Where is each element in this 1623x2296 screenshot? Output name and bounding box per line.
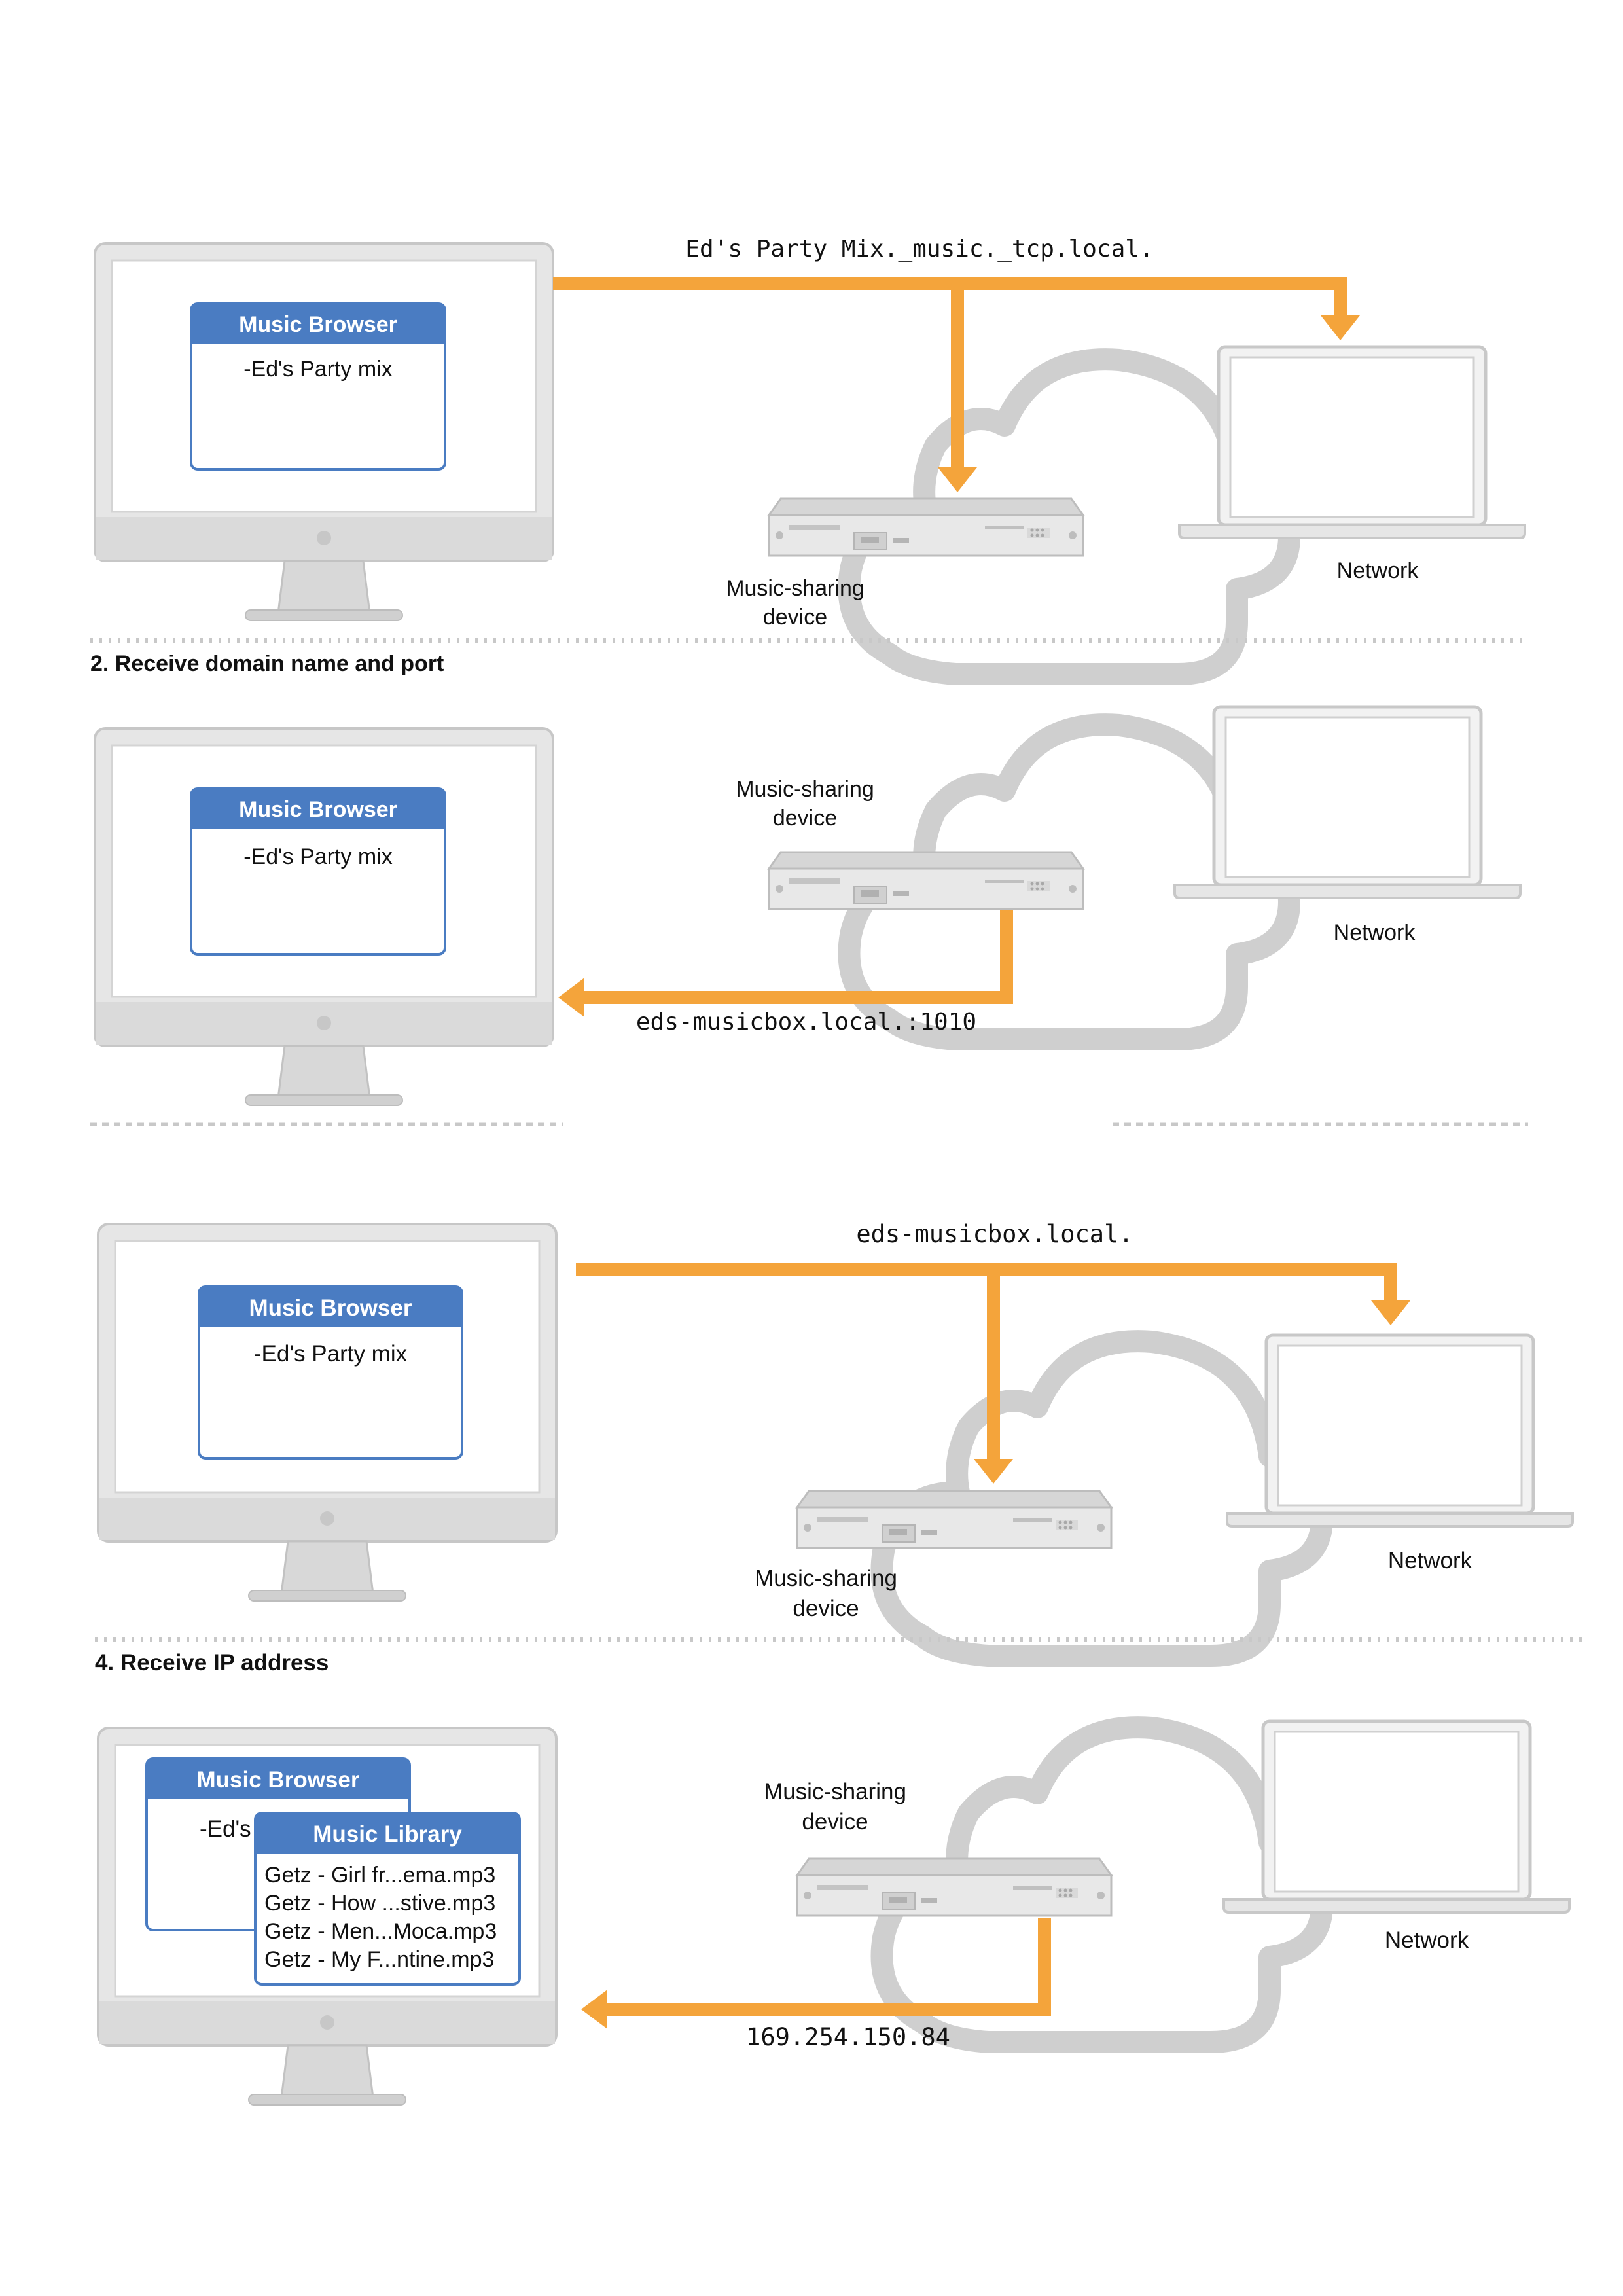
server-device-icon bbox=[768, 851, 1084, 910]
arrow-icon bbox=[581, 1990, 607, 2029]
window-item: -Ed's Party mix bbox=[243, 844, 393, 869]
music-browser-window: Music Browser -Ed's Party mix bbox=[198, 1285, 463, 1460]
server-device-icon bbox=[768, 497, 1084, 557]
query-arrow bbox=[553, 277, 1360, 492]
list-item: Getz - My F...ntine.mp3 bbox=[264, 1947, 494, 1972]
step-2: Music Browser -Ed's Party mix eds-musicb… bbox=[94, 707, 1520, 1107]
network-label: Network bbox=[1385, 1928, 1469, 1953]
window-item: -Ed's Party mix bbox=[254, 1341, 408, 1367]
step-3: Music Browser -Ed's Party mix eds-musicb… bbox=[97, 1220, 1573, 1656]
list-item: Getz - Girl fr...ema.mp3 bbox=[264, 1863, 495, 1888]
arrow-icon bbox=[974, 1459, 1013, 1484]
step-heading: 2. Receive domain name and port bbox=[90, 651, 444, 676]
server-device-icon bbox=[796, 1857, 1113, 1917]
window-title: Music Library bbox=[313, 1821, 462, 1847]
step-4: Music Browser -Ed's Music Library Getz -… bbox=[97, 1721, 1569, 2106]
window-title: Music Browser bbox=[197, 1767, 360, 1793]
music-browser-window: Music Browser -Ed's Party mix bbox=[190, 302, 446, 471]
laptop-icon bbox=[1224, 1721, 1569, 1912]
music-browser-window: Music Browser -Ed's Party mix bbox=[190, 787, 446, 956]
response-arrow bbox=[558, 910, 1013, 1017]
window-title: Music Browser bbox=[239, 797, 397, 822]
window-item: -Ed's Party mix bbox=[243, 357, 393, 382]
message-text: eds-musicbox.local. bbox=[856, 1220, 1133, 1248]
network-label: Network bbox=[1337, 558, 1419, 583]
message-text: 169.254.150.84 bbox=[746, 2023, 950, 2051]
window-title: Music Browser bbox=[249, 1295, 412, 1321]
laptop-icon bbox=[1175, 707, 1520, 898]
list-item: Getz - Men...Moca.mp3 bbox=[264, 1919, 497, 1944]
step-1: Music Browser -Ed's Party mix Ed's Party… bbox=[94, 236, 1525, 674]
window-item: -Ed's bbox=[200, 1816, 251, 1842]
network-label: Network bbox=[1388, 1548, 1472, 1573]
step-heading: 4. Receive IP address bbox=[95, 1650, 329, 1676]
list-item: Getz - How ...stive.mp3 bbox=[264, 1891, 495, 1916]
laptop-icon bbox=[1179, 347, 1525, 538]
query-arrow bbox=[576, 1263, 1410, 1484]
server-device-icon bbox=[796, 1490, 1113, 1549]
message-text: Ed's Party Mix._music._tcp.local. bbox=[685, 236, 1153, 262]
music-library-window: Music Library Getz - Girl fr...ema.mp3 G… bbox=[254, 1812, 521, 1986]
arrow-icon bbox=[558, 978, 584, 1017]
message-text: eds-musicbox.local.:1010 bbox=[636, 1009, 976, 1035]
response-arrow bbox=[581, 1918, 1051, 2029]
network-label: Network bbox=[1334, 920, 1416, 945]
arrow-icon bbox=[938, 467, 977, 492]
window-title: Music Browser bbox=[239, 312, 397, 337]
laptop-icon bbox=[1227, 1335, 1573, 1526]
